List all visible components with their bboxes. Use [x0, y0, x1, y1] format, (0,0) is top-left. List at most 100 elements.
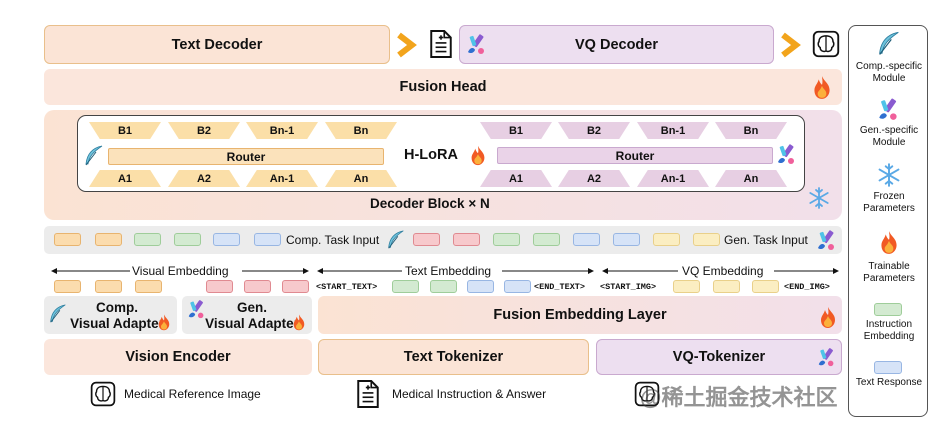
- embedding-token: [54, 280, 81, 293]
- instruction-chip: [573, 233, 600, 246]
- lora-b-block: B2: [168, 122, 240, 139]
- feather-icon: [875, 29, 903, 59]
- fire-icon: [290, 312, 308, 332]
- visual-embedding-label: Visual Embedding: [132, 264, 229, 278]
- embedding-token: [392, 280, 419, 293]
- lora-b-block: B1: [480, 122, 552, 139]
- instruction-chip: [533, 233, 560, 246]
- embedding-token: [752, 280, 779, 293]
- legend-text: Frozen: [873, 191, 905, 202]
- fire-icon: [155, 312, 173, 332]
- lora-a-block: A2: [558, 170, 630, 187]
- text-embedding-label: Text Embedding: [405, 264, 492, 278]
- legend-instruction: Instruction Embedding: [849, 319, 929, 343]
- legend-panel: Comp.-specific Module Gen.-specific Modu…: [848, 25, 928, 417]
- embedding-token: [713, 280, 740, 293]
- chevron-right-icon: [397, 32, 417, 58]
- gen-adapter-text: Gen. Visual Adapter: [193, 300, 311, 332]
- paint-brush-icon: [816, 346, 838, 368]
- router-right: Router: [497, 147, 773, 164]
- lora-a-block: A2: [168, 170, 240, 187]
- feather-icon: [385, 228, 407, 252]
- text-decoder: Text Decoder: [44, 25, 390, 64]
- embedding-token: [135, 280, 162, 293]
- start-img-tag: <START_IMG>: [600, 282, 657, 292]
- watermark: @稀土掘金技术社区: [640, 385, 838, 410]
- legend-text: Parameters: [863, 273, 915, 284]
- legend-frozen: Frozen Parameters: [849, 191, 929, 215]
- gen-visual-adapter: [182, 296, 312, 334]
- lora-a-block: A1: [89, 170, 161, 187]
- fire-icon: [876, 228, 902, 256]
- instruction-chip: [653, 233, 680, 246]
- fire-icon: [809, 73, 835, 101]
- lora-b-block: Bn-1: [246, 122, 318, 139]
- legend-trainable: Trainable Parameters: [849, 261, 929, 285]
- embedding-token: [504, 280, 531, 293]
- brain-scan-icon: [812, 30, 840, 58]
- instruction-chip: [613, 233, 640, 246]
- instruction-chip: [54, 233, 81, 246]
- legend-text: Module: [872, 137, 906, 148]
- fusion-embedding-layer: Fusion Embedding Layer: [318, 296, 842, 334]
- comp-adapter-line2: Visual Adapter: [70, 316, 164, 331]
- gen-adapter-line1: Gen.: [236, 300, 267, 315]
- lora-b-block: Bn: [715, 122, 787, 139]
- instruction-chip: [693, 233, 720, 246]
- vq-embedding-label: VQ Embedding: [682, 264, 764, 278]
- lora-a-block: An-1: [246, 170, 318, 187]
- embedding-arrows: [51, 268, 839, 274]
- comp-visual-adapter: [44, 296, 177, 334]
- decoder-block-title: Decoder Block: [370, 196, 465, 211]
- lora-a-block: An: [325, 170, 397, 187]
- router-left: Router: [108, 148, 384, 165]
- instruction-chip: [453, 233, 480, 246]
- instruction-chip: [413, 233, 440, 246]
- gen-adapter-line2: Visual Adapter: [205, 316, 299, 331]
- lora-a-block: A1: [480, 170, 552, 187]
- embedding-token: [282, 280, 309, 293]
- medical-image-label: Medical Reference Image: [124, 387, 261, 401]
- lora-b-block: B1: [89, 122, 161, 139]
- comp-task-input-label: Comp. Task Input: [286, 233, 380, 247]
- n-label: N: [479, 196, 490, 211]
- paint-brush-icon: [876, 96, 902, 122]
- legend-text: Trainable: [868, 261, 910, 272]
- embedding-token: [673, 280, 700, 293]
- end-text-tag: <END_TEXT>: [534, 282, 586, 292]
- instruction-chip: [493, 233, 520, 246]
- decoder-block-label: Decoder Block × N: [370, 196, 490, 211]
- hlora-label: H-LoRA: [404, 147, 458, 163]
- embedding-token: [244, 280, 271, 293]
- paint-brush-icon: [775, 142, 799, 166]
- document-icon: [428, 28, 454, 60]
- medical-instruction-label: Medical Instruction & Answer: [392, 387, 547, 401]
- embedding-token: [206, 280, 233, 293]
- paint-brush-icon: [465, 32, 489, 56]
- embedding-token: [430, 280, 457, 293]
- comp-adapter-line1: Comp.: [96, 300, 138, 315]
- legend-text: Gen.-specific: [859, 125, 919, 136]
- embedding-token: [467, 280, 494, 293]
- chevron-right-icon: [781, 32, 801, 58]
- fire-icon: [816, 304, 840, 330]
- embedding-token: [95, 280, 122, 293]
- task-input-row: [44, 226, 842, 254]
- legend-text: Embedding: [863, 331, 915, 342]
- legend-comp-specific: Comp.-specific Module: [849, 61, 929, 85]
- vq-tokenizer: VQ-Tokenizer: [596, 339, 842, 375]
- legend-gen-specific: Gen.-specific Module: [849, 125, 929, 149]
- legend-instruction-swatch: [874, 303, 902, 316]
- lora-a-block: An-1: [637, 170, 709, 187]
- paint-brush-icon: [815, 228, 839, 252]
- fire-icon: [467, 143, 489, 167]
- times-symbol: ×: [468, 196, 477, 211]
- text-tokenizer: Text Tokenizer: [318, 339, 589, 375]
- lora-a-block: An: [715, 170, 787, 187]
- instruction-chip: [174, 233, 201, 246]
- end-img-tag: <END_IMG>: [784, 282, 830, 292]
- snowflake-icon: [876, 162, 902, 188]
- lora-b-block: Bn: [325, 122, 397, 139]
- comp-adapter-text: Comp. Visual Adapter: [58, 300, 176, 332]
- legend-text: Comp.-specific: [855, 61, 923, 72]
